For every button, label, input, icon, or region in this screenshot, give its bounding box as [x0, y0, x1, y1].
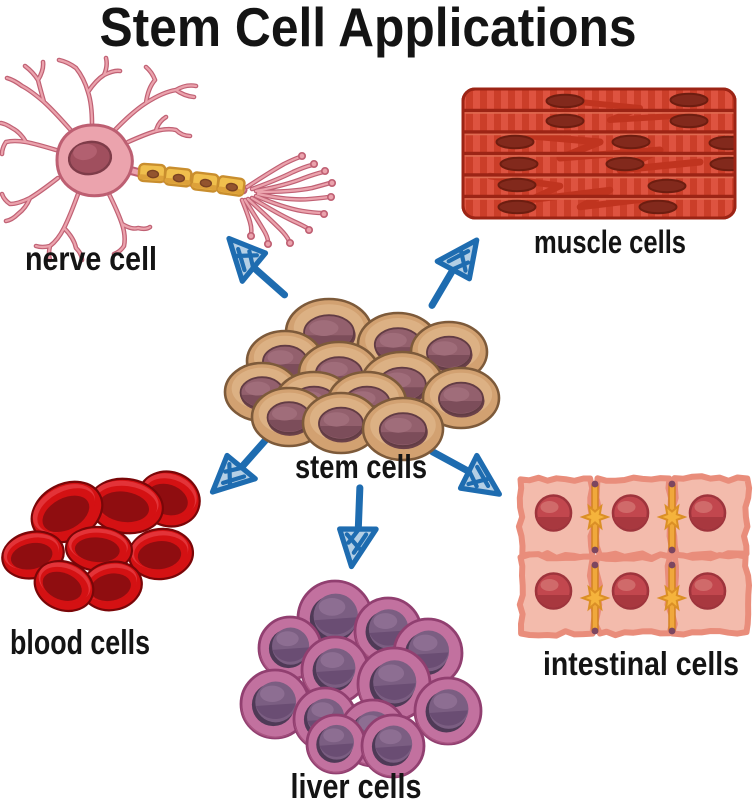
svg-text:liver cells: liver cells [291, 768, 422, 800]
svg-text:stem cells: stem cells [295, 448, 427, 485]
svg-text:intestinal cells: intestinal cells [543, 645, 739, 682]
svg-text:muscle cells: muscle cells [534, 224, 686, 260]
svg-text:blood cells: blood cells [10, 624, 150, 662]
svg-text:nerve cell: nerve cell [25, 240, 157, 277]
svg-text:Stem Cell Applications: Stem Cell Applications [100, 0, 637, 58]
